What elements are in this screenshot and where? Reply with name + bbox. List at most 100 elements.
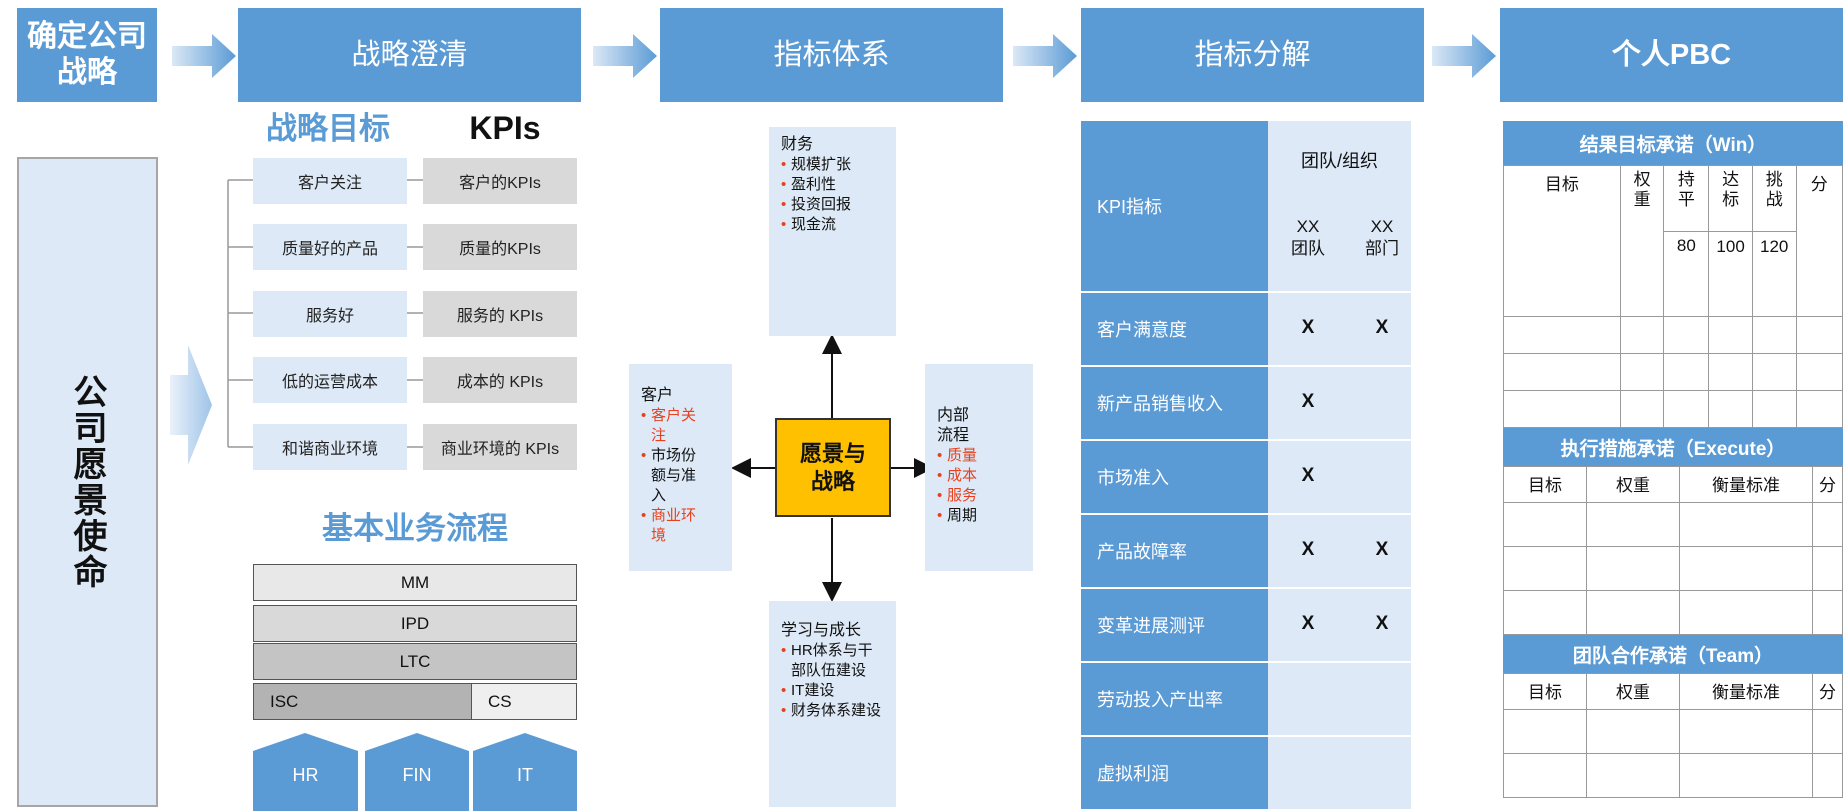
decomp-mark: X bbox=[1375, 317, 1389, 338]
decomp-row-cells: X bbox=[1268, 367, 1411, 441]
decomp-col1-label: XX 团队 bbox=[1291, 217, 1325, 258]
bsc-customer-title: 客户 bbox=[641, 387, 674, 404]
decomp-row-name: 市场准入 bbox=[1081, 441, 1268, 515]
decomp-row: 变革进展测评 X X bbox=[1081, 589, 1411, 663]
bsc-connector-arrows bbox=[731, 334, 930, 602]
bsc-list-item: HR体系与干部队伍建设 bbox=[781, 641, 884, 681]
bsc-internal-title: 内部流程 bbox=[937, 407, 970, 444]
stage-header-5: 个人PBC bbox=[1500, 8, 1843, 102]
decomp-row-name: 产品故障率 bbox=[1081, 515, 1268, 589]
support-hr: HR bbox=[292, 765, 319, 785]
process-mm: MM bbox=[253, 564, 577, 601]
decomp-row: 虚拟利润 bbox=[1081, 737, 1411, 811]
decomp-header-left-label: KPI指标 bbox=[1097, 197, 1163, 217]
decomp-row-name: 变革进展测评 bbox=[1081, 589, 1268, 663]
bsc-finance-box: 财务 规模扩张盈利性投资回报现金流 bbox=[769, 127, 896, 336]
kpi-item: 服务的 KPIs bbox=[423, 291, 577, 337]
bsc-list-item: 财务体系建设 bbox=[781, 701, 884, 721]
pbc-team-col: 权重 bbox=[1586, 673, 1680, 710]
stage-label-1: 确定公司 战略 bbox=[27, 20, 147, 89]
pbc-panel: 结果目标承诺（Win） 目标 权重 持平 达标 挑战 分 80 100 120 … bbox=[1503, 121, 1843, 811]
bsc-list-item: 成本 bbox=[937, 466, 1021, 486]
pbc-exec-title-label: 执行措施承诺（Execute） bbox=[1560, 438, 1786, 460]
process-ltc: LTC bbox=[253, 643, 577, 680]
stage-header-4: 指标分解 bbox=[1081, 8, 1424, 102]
decomp-row-name: 新产品销售收入 bbox=[1081, 367, 1268, 441]
strategy-goals-title: 战略目标 bbox=[266, 111, 390, 146]
bsc-list-item: 投资回报 bbox=[781, 195, 884, 215]
decomp-mark: X bbox=[1375, 613, 1389, 634]
stage-label-4: 指标分解 bbox=[1194, 38, 1311, 71]
process-isc: ISC bbox=[253, 683, 472, 720]
stage-label-3: 指标体系 bbox=[773, 38, 890, 71]
mission-box: 公司愿景使命 bbox=[17, 157, 158, 807]
stage-label-2: 战略澄清 bbox=[351, 38, 468, 71]
stage-label-5: 个人PBC bbox=[1611, 38, 1732, 71]
decomp-row: 市场准入 X bbox=[1081, 441, 1411, 515]
pbc-exec-col: 分 bbox=[1812, 466, 1843, 503]
kpis-title: KPIs bbox=[469, 110, 541, 146]
pbc-win-table: 目标 权重 持平 达标 挑战 分 80 100 120 bbox=[1503, 165, 1843, 428]
pbc-exec-table: 目标 权重 衡量标准 分 bbox=[1503, 466, 1843, 635]
process-title: 基本业务流程 bbox=[322, 511, 508, 546]
goal-item: 和谐商业环境 bbox=[253, 424, 407, 470]
tree-connector bbox=[227, 179, 423, 448]
mission-text: 公司愿景使命 bbox=[68, 374, 106, 590]
pbc-win-value: 120 bbox=[1751, 230, 1797, 318]
pbc-team-title-label: 团队合作承诺（Team） bbox=[1572, 645, 1774, 667]
process-ipd: IPD bbox=[253, 605, 577, 642]
bsc-internal-box: 内部流程 质量成本服务周期 bbox=[925, 364, 1033, 571]
bsc-customer-list: 客户关注市场份额与准入商业环境 bbox=[641, 406, 699, 546]
bsc-customer-box: 客户 客户关注市场份额与准入商业环境 bbox=[629, 364, 732, 571]
bsc-learning-list: HR体系与干部队伍建设IT建设财务体系建设 bbox=[781, 641, 884, 721]
process-cs: CS bbox=[471, 683, 577, 720]
vision-strategy-label: 愿景与 战略 bbox=[799, 441, 866, 494]
pbc-win-title: 结果目标承诺（Win） bbox=[1503, 121, 1843, 165]
arrow-right-icon bbox=[1432, 34, 1496, 78]
bsc-list-item: 客户关注 bbox=[641, 406, 699, 446]
decomp-mark: X bbox=[1301, 465, 1315, 486]
decomp-mark: X bbox=[1301, 539, 1315, 560]
bsc-list-item: IT建设 bbox=[781, 681, 884, 701]
kpi-item: 商业环境的 KPIs bbox=[423, 424, 577, 470]
bsc-finance-title: 财务 bbox=[781, 136, 814, 153]
support-fin: FIN bbox=[402, 765, 432, 785]
pbc-win-col: 达标 bbox=[1708, 165, 1753, 232]
decomp-row: 客户满意度 X X bbox=[1081, 293, 1411, 367]
pbc-team-col: 目标 bbox=[1503, 673, 1587, 710]
pbc-exec-col: 目标 bbox=[1503, 466, 1587, 503]
decomp-row-name: 客户满意度 bbox=[1081, 293, 1268, 367]
pbc-win-col: 分 bbox=[1795, 165, 1843, 317]
pbc-team-col: 衡量标准 bbox=[1679, 673, 1813, 710]
decomp-mark: X bbox=[1301, 391, 1315, 412]
support-it: IT bbox=[517, 765, 533, 785]
decomp-mark: X bbox=[1301, 317, 1315, 338]
bsc-list-item: 商业环境 bbox=[641, 506, 699, 546]
bsc-learning-box: 学习与成长 HR体系与干部队伍建设IT建设财务体系建设 bbox=[769, 601, 896, 807]
decomp-row-name: 劳动投入产出率 bbox=[1081, 663, 1268, 737]
stage-header-3: 指标体系 bbox=[660, 8, 1003, 102]
decomp-header-right-label: 团队/组织 bbox=[1300, 151, 1378, 171]
pbc-exec-title: 执行措施承诺（Execute） bbox=[1503, 428, 1843, 466]
pbc-win-col: 持平 bbox=[1663, 165, 1710, 232]
decomp-row-cells bbox=[1268, 737, 1411, 811]
decomp-mark: X bbox=[1301, 613, 1315, 634]
decomp-row-cells: X bbox=[1268, 441, 1411, 515]
arrow-right-icon bbox=[172, 34, 236, 78]
kpi-item: 质量的KPIs bbox=[423, 224, 577, 270]
decomp-mark: X bbox=[1375, 539, 1389, 560]
bsc-list-item: 市场份额与准入 bbox=[641, 446, 699, 506]
goal-item: 服务好 bbox=[253, 291, 407, 337]
bsc-finance-list: 规模扩张盈利性投资回报现金流 bbox=[781, 155, 884, 235]
bsc-list-item: 服务 bbox=[937, 486, 1021, 506]
decomp-header-left: KPI指标 bbox=[1081, 121, 1268, 293]
pbc-team-title: 团队合作承诺（Team） bbox=[1503, 635, 1843, 673]
pbc-win-col: 目标 bbox=[1503, 165, 1621, 317]
pbc-win-value: 80 bbox=[1663, 230, 1710, 318]
vision-strategy-box: 愿景与 战略 bbox=[775, 418, 891, 517]
pbc-exec-col: 衡量标准 bbox=[1679, 466, 1813, 503]
